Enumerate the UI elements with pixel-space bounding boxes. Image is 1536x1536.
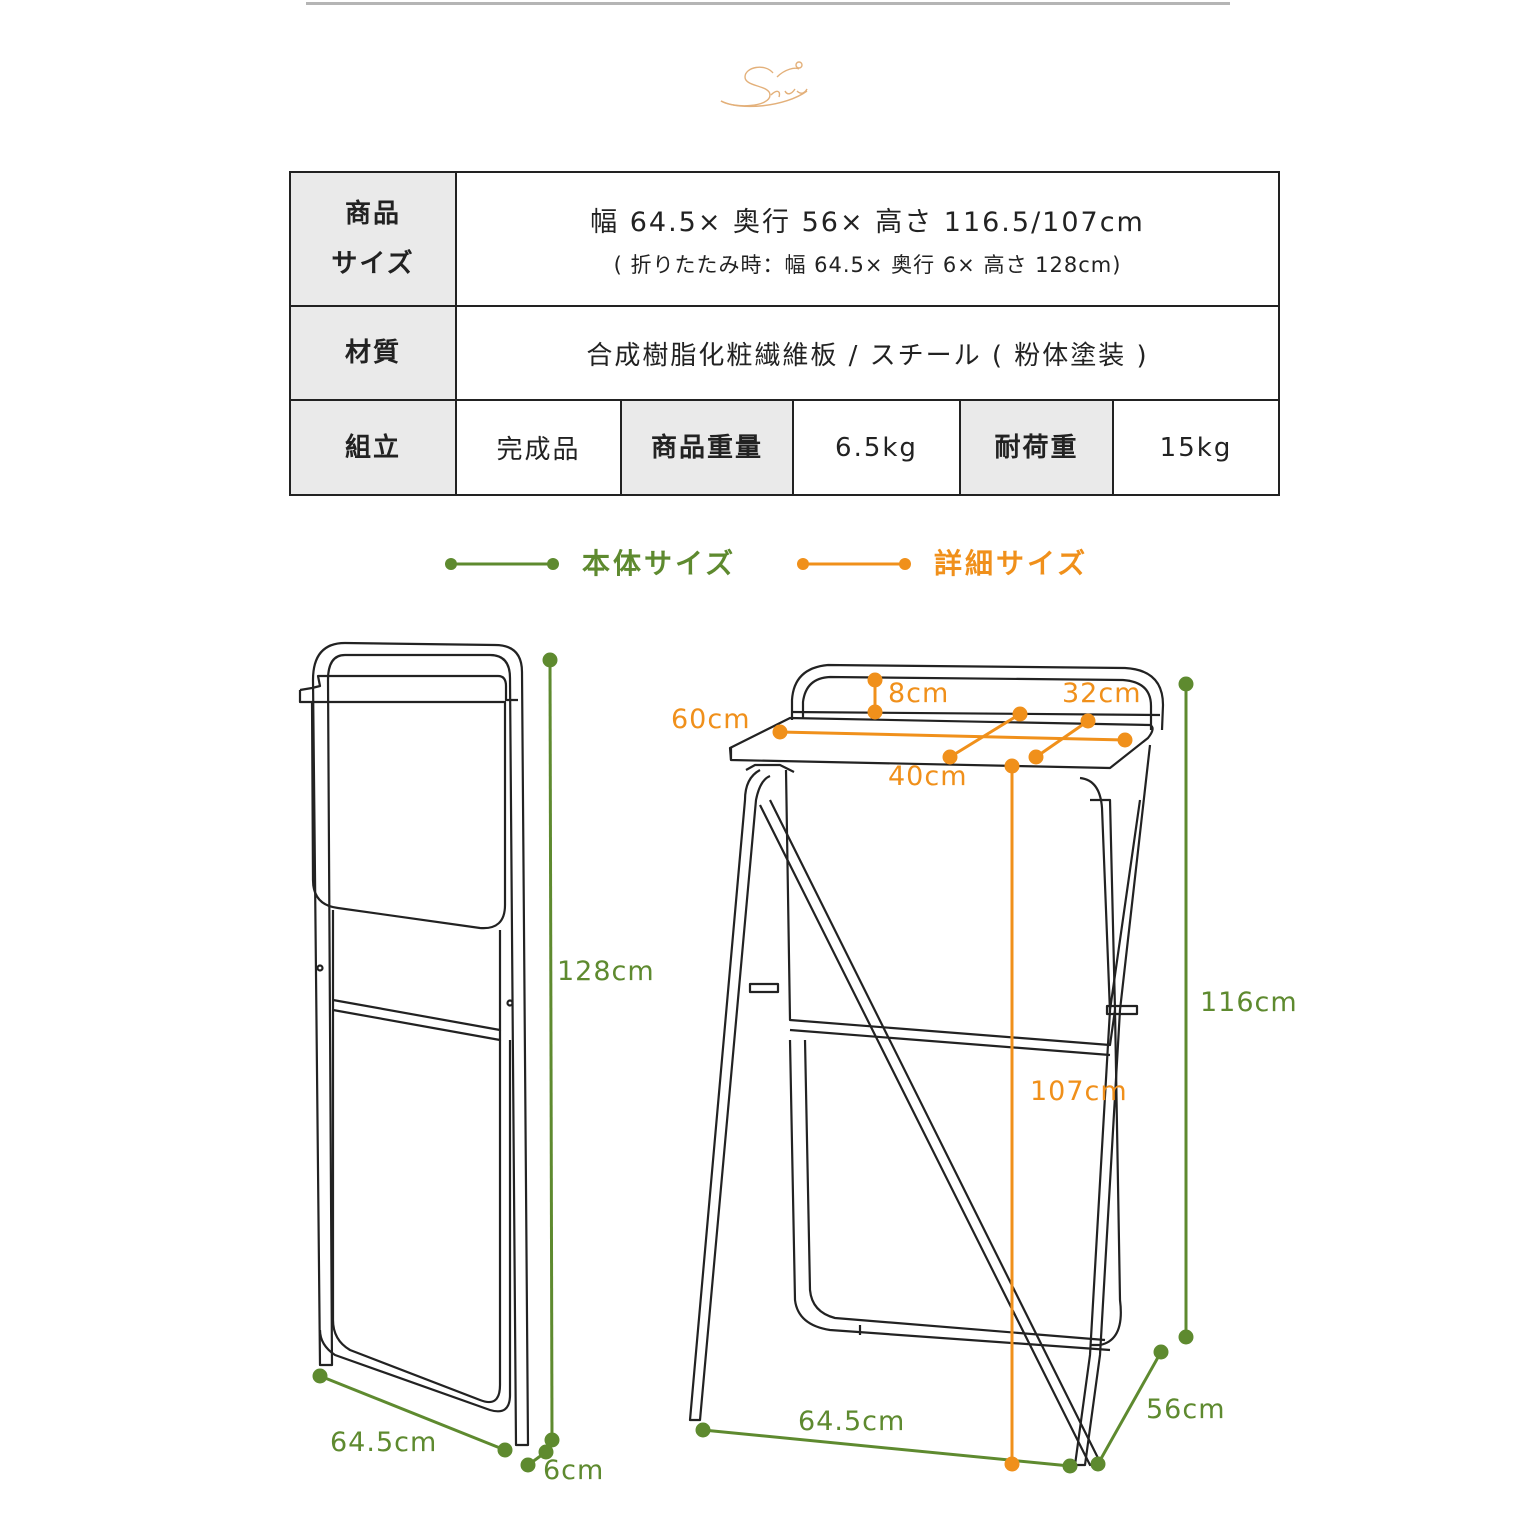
assembly-row: 組立 完成品 商品重量 6.5kg 耐荷重 15kg [289,399,1280,496]
rail-height-label: 8cm [888,678,950,709]
size-folded-value: ( 折りたたみ時：幅 64.5× 奥行 6× 高さ 128cm) [613,252,1122,277]
size-header-line1: 商品 [344,199,401,229]
open-depth-label: 56cm [1146,1394,1226,1425]
top-divider [306,2,1230,5]
folded-table-drawing [298,641,530,1447]
material-header: 材質 [289,305,457,401]
folded-width-label: 64.5cm [330,1427,438,1458]
size-value-cell: 幅 64.5× 奥行 56× 高さ 116.5/107cm ( 折りたたみ時：幅… [455,171,1280,307]
folded-height-label: 128cm [557,956,655,987]
legend-body-size: 本体サイズ [444,540,764,590]
weight-header: 商品重量 [620,399,794,496]
spec-table: 商品 サイズ 幅 64.5× 奥行 56× 高さ 116.5/107cm ( 折… [289,171,1280,496]
weight-value: 6.5kg [792,399,961,496]
size-row: 商品 サイズ 幅 64.5× 奥行 56× 高さ 116.5/107cm ( 折… [289,171,1280,307]
legend-body-size-label: 本体サイズ [582,547,737,580]
shelf-depth-label: 32cm [1062,678,1142,709]
load-header: 耐荷重 [959,399,1114,496]
spec-logo-icon [720,61,808,108]
material-value: 合成樹脂化粧繊維板 / スチール ( 粉体塗装 ) [455,305,1280,401]
orange-line-icon [797,558,911,570]
assembly-value: 完成品 [455,399,622,496]
assembly-header: 組立 [289,399,457,496]
inner-height-label: 107cm [1030,1076,1128,1107]
folded-depth-label: 6cm [543,1455,605,1486]
load-value: 15kg [1112,399,1280,496]
open-table-drawing [688,663,1165,1467]
top-depth-label: 40cm [888,761,968,792]
size-header-line2: サイズ [331,249,415,279]
material-row: 材質 合成樹脂化粧繊維板 / スチール ( 粉体塗装 ) [289,305,1280,401]
open-height-label: 116cm [1200,987,1298,1018]
top-width-label: 60cm [671,704,751,735]
legend-detail-size-label: 詳細サイズ [934,547,1089,580]
legend-detail-size: 詳細サイズ [796,540,1116,590]
size-header: 商品 サイズ [289,171,457,307]
size-value: 幅 64.5× 奥行 56× 高さ 116.5/107cm [590,206,1145,238]
green-dimension-lines [312,652,1194,1474]
green-line-icon [445,558,559,570]
orange-dimension-lines [772,672,1133,1472]
open-width-label: 64.5cm [798,1406,906,1437]
